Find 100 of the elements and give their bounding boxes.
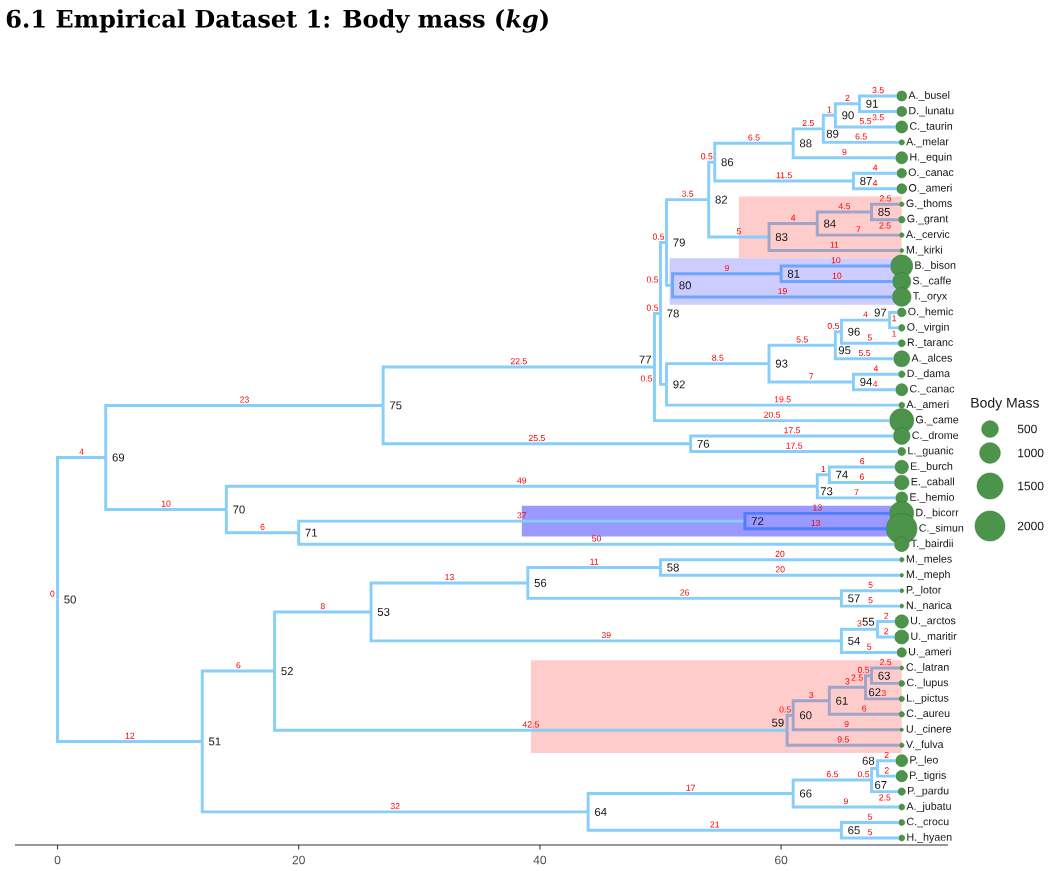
node-number: 84 — [824, 219, 836, 228]
branch-length: 9 — [724, 264, 729, 271]
node-number: 78 — [667, 309, 679, 318]
branch — [876, 620, 895, 630]
branch-length: 42.5 — [522, 721, 539, 728]
tip-label: A._ameri — [906, 400, 949, 411]
branch-length: 4 — [863, 311, 868, 318]
branch-length: 39 — [601, 632, 611, 639]
branch-length: 6.5 — [855, 133, 867, 140]
branch-length: 5 — [867, 334, 872, 341]
branch — [200, 669, 275, 742]
node-number: 73 — [820, 487, 833, 496]
branch — [791, 699, 830, 716]
branch-length: 8 — [320, 603, 325, 610]
tip-label: O._ameri — [908, 183, 952, 194]
branch — [833, 115, 896, 129]
tip-label: T._bairdii — [911, 539, 953, 550]
branch — [785, 713, 794, 731]
branch-length: 17 — [686, 784, 695, 791]
branch-length: 11.5 — [776, 172, 792, 179]
tip-label: A._melar — [906, 137, 949, 148]
branch — [839, 598, 900, 608]
branch-length: 1 — [821, 466, 826, 472]
tip-label: C._canac — [910, 384, 955, 395]
branch-length: 1 — [827, 106, 832, 113]
node-number: 51 — [208, 737, 221, 746]
legend-label: 1500 — [1018, 481, 1044, 491]
node-number: 89 — [826, 129, 839, 138]
tip-label: T._oryx — [913, 292, 948, 302]
node-number: 54 — [848, 636, 860, 645]
branch-length: 6.5 — [826, 771, 838, 778]
tip-label: A._alces — [911, 353, 952, 364]
branch — [713, 141, 794, 163]
node-number: 70 — [233, 505, 245, 514]
tip-label: L._guanic — [908, 446, 954, 457]
branch — [659, 567, 900, 577]
branch — [653, 367, 890, 423]
tip-label: P._tigris — [910, 771, 946, 782]
tip-label: M._kirki — [906, 245, 942, 256]
branch-length: 19 — [778, 288, 787, 295]
node-number: 68 — [862, 756, 875, 765]
branch-length: 0.5 — [701, 153, 713, 160]
branch-length: 2.5 — [851, 674, 863, 681]
branch — [870, 675, 899, 685]
branch-length: 2 — [884, 767, 889, 774]
branch-length: 19.5 — [774, 396, 791, 403]
tip-label: A._busel — [908, 91, 950, 101]
tip-label: A._cervic — [906, 230, 950, 241]
branch — [827, 474, 895, 484]
branch — [659, 313, 667, 386]
branch — [743, 521, 887, 531]
branch — [839, 589, 900, 599]
node-number: 69 — [112, 453, 125, 462]
branch — [821, 128, 899, 144]
node-number: 67 — [875, 780, 887, 789]
branch-length: 5 — [868, 581, 873, 588]
branch — [852, 372, 899, 382]
node-number: 97 — [874, 308, 887, 317]
branch — [839, 318, 890, 332]
tip-label: P._leo — [910, 755, 938, 766]
node-number: 92 — [673, 380, 685, 389]
branch-length: 7 — [809, 373, 814, 380]
node-number: 75 — [390, 401, 402, 410]
branch-length: 5.5 — [859, 118, 872, 125]
branch-length: 5 — [868, 597, 873, 604]
branch — [827, 700, 899, 716]
tick-label: 20 — [292, 855, 305, 865]
tip-label: D._lunatu — [909, 106, 954, 117]
branch — [381, 365, 655, 406]
branch-length: 4 — [872, 180, 878, 186]
branch — [839, 830, 899, 840]
node-number: 71 — [305, 528, 317, 537]
branch-length: 0.5 — [857, 666, 870, 673]
node-number: 74 — [836, 470, 848, 479]
branch-length: 10 — [832, 272, 842, 279]
branch — [659, 241, 667, 314]
branch — [864, 687, 899, 701]
node-number: 63 — [878, 671, 890, 680]
branch-length: 3 — [857, 620, 862, 627]
node-number: 55 — [862, 617, 875, 626]
branch-length: 13 — [813, 504, 822, 511]
node-number: 62 — [869, 688, 881, 697]
node-number: 88 — [799, 139, 812, 148]
branch-length: 0.5 — [640, 375, 653, 382]
branch-length: 20 — [775, 566, 785, 573]
branch — [665, 198, 709, 243]
branch-length: 2 — [884, 628, 889, 635]
tip-label: B._bison — [915, 261, 956, 271]
branch — [815, 486, 896, 500]
node-number: 80 — [679, 281, 691, 290]
branch-length: 3.5 — [872, 114, 884, 121]
node-number: 85 — [878, 207, 890, 216]
branch-length: 2 — [884, 751, 889, 758]
branch-length: 0.5 — [857, 771, 870, 778]
tip-label: C._aureu — [906, 709, 950, 720]
branch — [586, 792, 794, 812]
branch-length: 4 — [873, 365, 879, 372]
branch-length: 4 — [79, 448, 84, 455]
branch — [870, 666, 900, 676]
branch — [381, 405, 691, 446]
